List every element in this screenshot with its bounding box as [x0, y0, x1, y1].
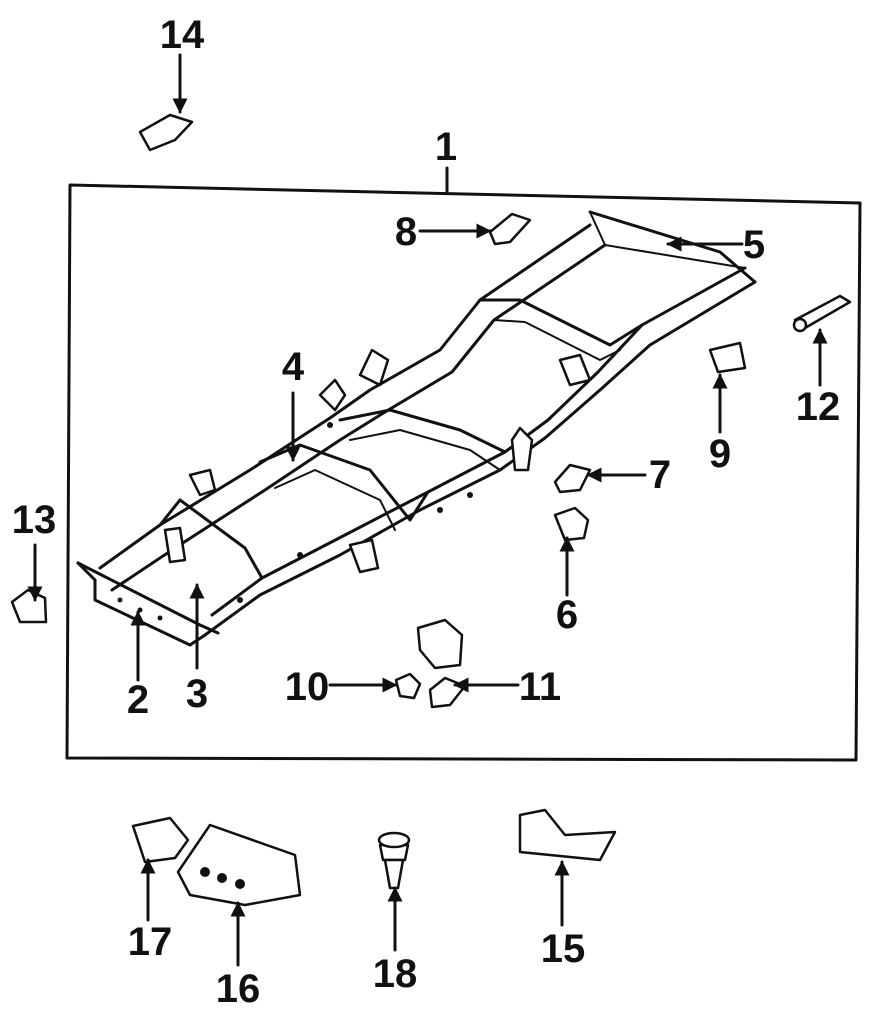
callout-2: 2 [127, 678, 149, 722]
callout-4: 4 [282, 345, 305, 389]
part-12-bolt [792, 294, 852, 333]
callout-16: 16 [216, 967, 261, 1011]
callout-8: 8 [395, 210, 417, 254]
frame-ladder [76, 210, 757, 647]
part-16-skid-plate [176, 823, 302, 907]
callout-18: 18 [373, 952, 418, 996]
callout-3: 3 [186, 672, 208, 716]
callout-7: 7 [649, 453, 671, 497]
part-15-bracket [518, 808, 617, 862]
part-18-push-clip [377, 831, 411, 890]
callout-6: 6 [556, 593, 578, 637]
part-17-bracket [131, 816, 190, 864]
callout-15: 15 [541, 927, 586, 971]
part-13-mount [10, 588, 48, 624]
part-11-motor-mount [416, 618, 467, 709]
callout-10: 10 [285, 665, 330, 709]
part-9-bracket [708, 341, 747, 374]
callout-11: 11 [519, 665, 561, 709]
callout-12: 12 [796, 385, 841, 429]
part-10-clip [394, 672, 422, 700]
callout-9: 9 [709, 432, 731, 476]
callout-14: 14 [160, 13, 205, 57]
callout-5: 5 [743, 223, 765, 267]
callout-13: 13 [12, 498, 57, 542]
callout-1: 1 [435, 125, 457, 169]
leader-lines [27, 53, 828, 967]
part-6-mount [553, 506, 590, 542]
frame-assembly-box [65, 166, 862, 762]
part-8-gusset [488, 212, 532, 246]
part-14-bracket [138, 113, 194, 152]
part-7-bracket [553, 463, 592, 494]
callout-17: 17 [128, 920, 173, 964]
